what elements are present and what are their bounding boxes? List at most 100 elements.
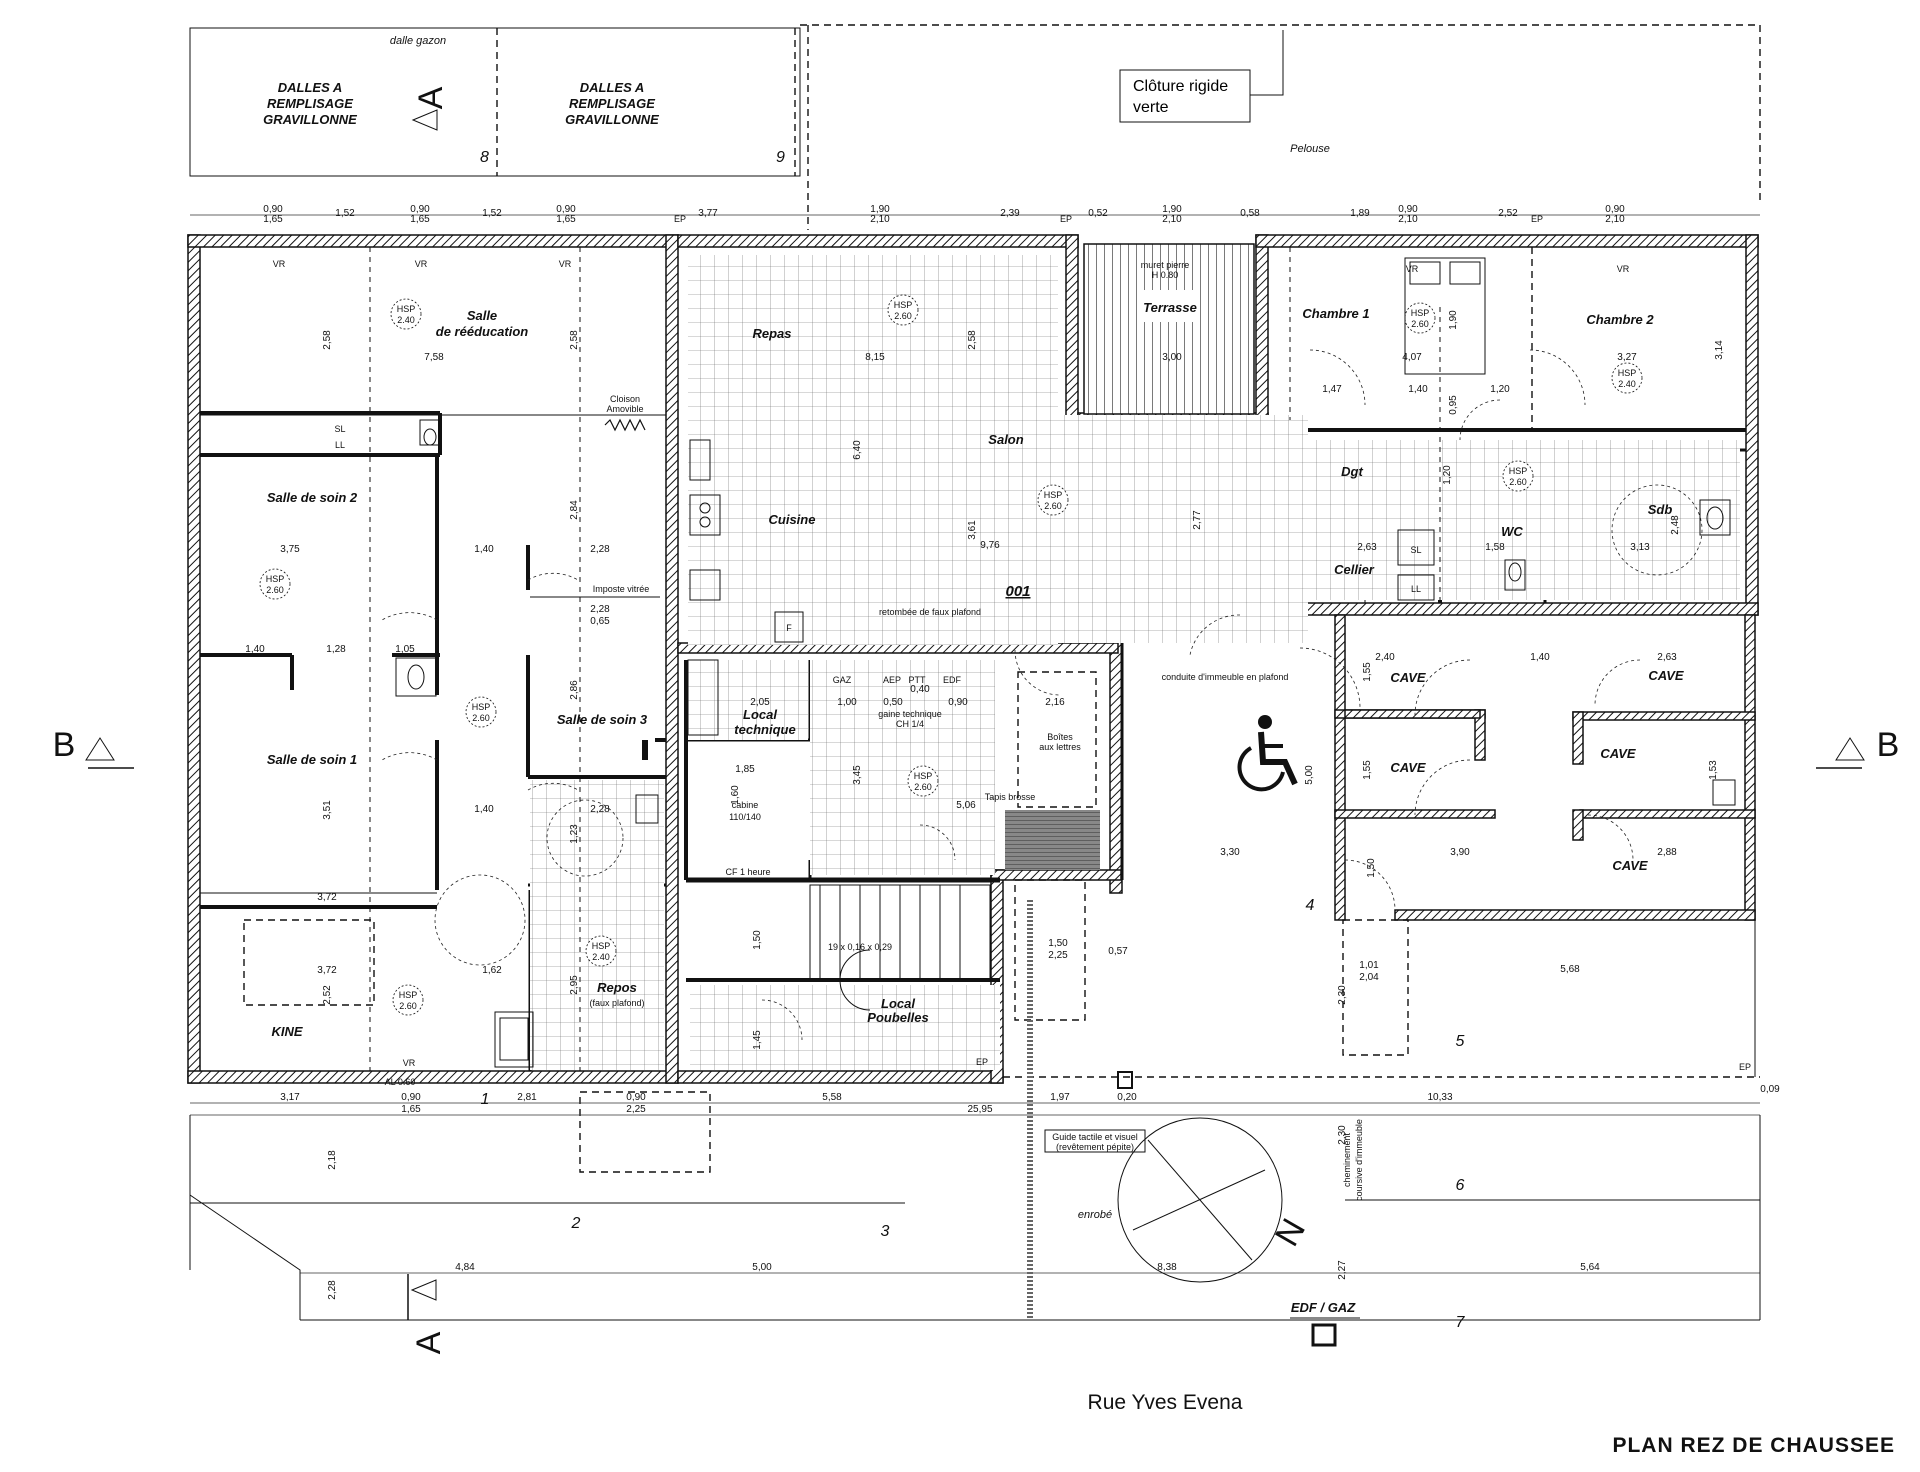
svg-text:HSP: HSP [397, 304, 416, 314]
cloture-line2: verte [1133, 99, 1169, 116]
salon-label: Salon [988, 432, 1023, 447]
section-a-top: A [412, 86, 450, 109]
dim-inner-3-90: 3,90 [1450, 847, 1470, 858]
vr-label-1: VR [415, 259, 428, 269]
vr-label-4: VR [403, 1058, 416, 1068]
dim-inner-0-65: 0,65 [590, 616, 610, 627]
dim-inner-1-50a: 1,50 [752, 930, 763, 950]
dim-top-1: 0,90 [263, 204, 283, 215]
dim-inner-2-63a: 2,63 [1657, 652, 1677, 663]
dim-inner-0-50: 0,50 [883, 697, 903, 708]
dim-inner-7-58: 7,58 [424, 352, 444, 363]
local-technique-line2: technique [734, 722, 795, 737]
dim-inner-3-45: 3,45 [852, 765, 863, 785]
dim-inner-1-40c: 1,40 [245, 644, 265, 655]
ep-label-5: EP [976, 1057, 988, 1067]
bottom-dimension-lines [190, 1102, 1760, 1274]
dim-top-16: 0,58 [1240, 208, 1260, 219]
dim-inner-2-40: 2,40 [1375, 652, 1395, 663]
repas-label: Repas [752, 326, 791, 341]
svg-text:HSP: HSP [1411, 308, 1430, 318]
dim-inner-1-28: 1,28 [326, 644, 346, 655]
dim-bottom-1: 3,17 [280, 1092, 300, 1103]
dim-top-6: 1,52 [482, 208, 502, 219]
dim-inner-1-53: 1,53 [1708, 760, 1719, 780]
parking-8-label: 8 [480, 149, 489, 166]
muret-height: H 0.80 [1152, 270, 1179, 280]
boites-label: Boîtes [1047, 732, 1073, 742]
dalle-gazon-label: dalle gazon [390, 35, 446, 47]
salle-soin-1-label: Salle de soin 1 [267, 752, 357, 767]
vr-label-2: VR [273, 259, 286, 269]
dim-inner-1-40e: 1,40 [1530, 652, 1550, 663]
parking-9-label: 9 [776, 149, 785, 166]
dim-inner-2-95: 2,95 [569, 975, 580, 995]
dim-lower-3: 8,38 [1157, 1262, 1177, 1273]
dim-inner-1-55a: 1,55 [1362, 662, 1373, 682]
retombee-label: retombée de faux plafond [879, 607, 981, 617]
dim-top-9: 3,77 [698, 208, 718, 219]
dim-inner-3-13: 3,13 [1630, 542, 1650, 553]
dim-inner-5-06: 5,06 [956, 800, 976, 811]
street-name: Rue Yves Evena [1088, 1391, 1243, 1414]
local-poubelles-line2: Poubelles [867, 1010, 928, 1025]
cave-5-label: CAVE [1612, 858, 1647, 873]
svg-text:HSP: HSP [266, 574, 285, 584]
sl-label-2: SL [334, 424, 345, 434]
dim-inner-1-05: 1,05 [395, 644, 415, 655]
door-swings [381, 349, 1703, 1041]
coursive-label: coursive d'immeuble [1354, 1119, 1364, 1201]
dim-inner-2-84: 2,84 [569, 500, 580, 520]
ptt-label: PTT [909, 675, 927, 685]
dim-inner-1-20: 1,20 [1490, 384, 1510, 395]
dim-inner-1-01: 1,01 [1359, 960, 1379, 971]
dim-inner-3-72b: 3,72 [317, 965, 337, 976]
dim-inner-2-63b: 2,63 [1357, 542, 1377, 553]
dim-inner-2-04: 2,04 [1359, 972, 1379, 983]
dim-top-18: 0,90 [1398, 204, 1418, 215]
dim-top-13: 0,52 [1088, 208, 1108, 219]
dim-inner-1-62: 1,62 [482, 965, 502, 976]
cave-4-label: CAVE [1600, 746, 1635, 761]
fridge-label: F [786, 623, 792, 633]
dim-inner-2-48: 2,48 [1670, 515, 1681, 535]
dim-inner-3-72a: 3,72 [317, 892, 337, 903]
svg-text:HSP: HSP [1509, 466, 1528, 476]
dgt-label: Dgt [1341, 464, 1363, 479]
dalles-2-line3: GRAVILLONNE [565, 112, 659, 127]
vr-label-6: VR [1617, 264, 1630, 274]
ep-label-1: EP [674, 214, 686, 224]
gaz-label: GAZ [833, 675, 852, 685]
cave-1-label: CAVE [1390, 670, 1425, 685]
svg-text:HSP: HSP [399, 990, 418, 1000]
dim-inner-1-40d: 1,40 [474, 804, 494, 815]
edf-label: EDF [943, 675, 962, 685]
ep-label-4: EP [1739, 1062, 1751, 1072]
boites-label-2: aux lettres [1039, 742, 1081, 752]
dim-inner-2-28c: 2,28 [590, 804, 610, 815]
top-garden: dalle gazon DALLES A REMPLISAGE GRAVILLO… [189, 24, 1761, 230]
parking-2-label: 2 [571, 1215, 581, 1232]
dim-bottom-11: 0,09 [1760, 1084, 1780, 1095]
dim-inner-1-55b: 1,55 [1362, 760, 1373, 780]
cuisine-label: Cuisine [769, 512, 816, 527]
dim-inner-2-16: 2,16 [1045, 697, 1065, 708]
svg-text:2.60: 2.60 [1411, 319, 1429, 329]
dim-top-22: 2,10 [1605, 214, 1625, 225]
guide-label: Guide tactile et visuel [1052, 1132, 1138, 1142]
logement-number: 001 [1005, 583, 1030, 600]
dim-top-4: 0,90 [410, 204, 430, 215]
dim-bottom-10: 10,33 [1427, 1092, 1452, 1103]
dim-inner-2-58a: 2,58 [322, 330, 333, 350]
chambre-1-label: Chambre 1 [1302, 306, 1369, 321]
ep-label-2: EP [1060, 214, 1072, 224]
gaine-label: gaine technique [878, 709, 942, 719]
tiled-zones [530, 255, 1740, 1070]
dim-inner-3-30: 3,30 [1220, 847, 1240, 858]
svg-text:HSP: HSP [1044, 490, 1063, 500]
section-a-bottom: A [410, 1331, 448, 1354]
